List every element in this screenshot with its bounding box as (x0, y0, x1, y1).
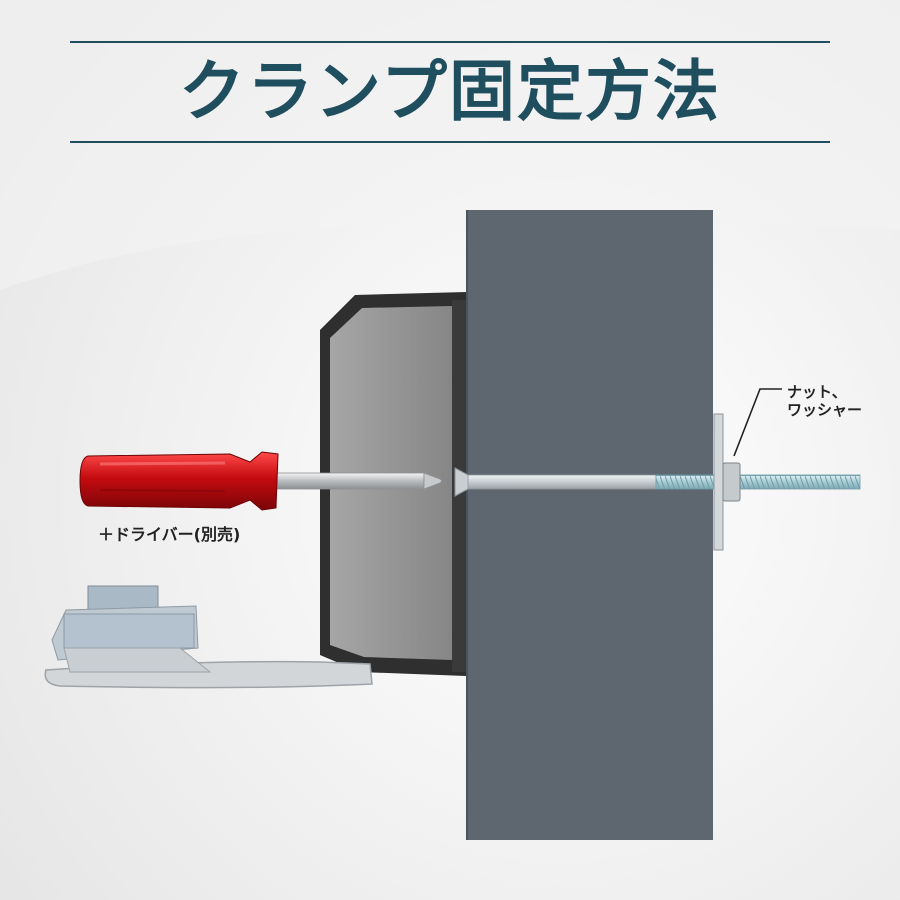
washer-icon (713, 413, 724, 551)
mount-bracket (44, 585, 373, 689)
screwdriver-icon (79, 451, 443, 511)
wall-board (467, 210, 713, 840)
title-rule-top (70, 41, 830, 43)
page-title: クランプ固定方法 (178, 53, 722, 130)
nut-washer-label: ナット、 ワッシャー (787, 383, 862, 419)
nut-icon (722, 462, 741, 502)
nut-label-line1: ナット、 (787, 383, 847, 401)
nut-leader-line (733, 388, 782, 457)
bolt-icon (454, 467, 861, 497)
screwdriver-label: ＋ドライバー(別売) (98, 525, 241, 544)
title-rule-bottom (70, 141, 830, 143)
nut-label-line2: ワッシャー (787, 401, 863, 419)
